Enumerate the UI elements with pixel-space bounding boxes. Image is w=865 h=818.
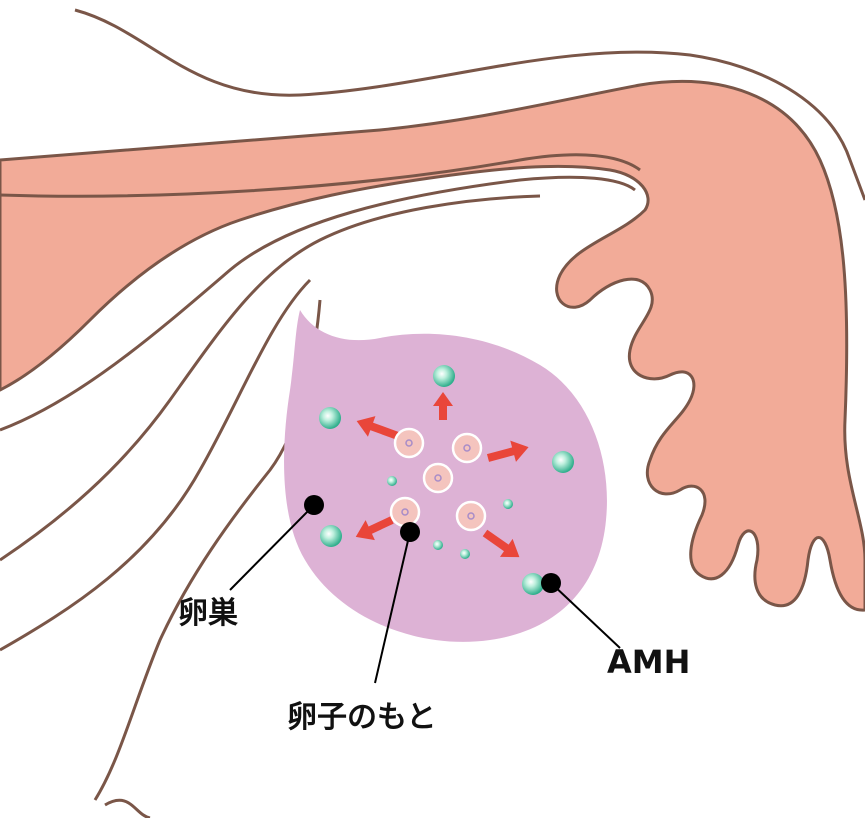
egg-source-pointer-dot: [400, 522, 420, 542]
follicle: [391, 498, 419, 526]
follicle: [395, 429, 423, 457]
amh-particle-small: [460, 549, 470, 559]
amh-particle: [319, 407, 341, 429]
amh-label: AMH: [607, 643, 690, 681]
amh-pointer-dot: [541, 573, 561, 593]
membrane-line-6: [105, 800, 150, 818]
amh-particle-small: [387, 476, 397, 486]
amh-particle-small: [503, 499, 513, 509]
ovary-pointer-dot: [304, 495, 324, 515]
follicle: [457, 502, 485, 530]
amh-particle: [552, 451, 574, 473]
follicle: [424, 464, 452, 492]
ovary-label: 卵巣: [178, 596, 238, 631]
egg-source-label: 卵子のもと: [287, 700, 436, 735]
amh-particle: [433, 365, 455, 387]
amh-particle: [522, 573, 544, 595]
amh-pointer-line: [551, 583, 620, 648]
follicle: [453, 434, 481, 462]
amh-particle: [320, 525, 342, 547]
amh-particle-small: [433, 540, 443, 550]
